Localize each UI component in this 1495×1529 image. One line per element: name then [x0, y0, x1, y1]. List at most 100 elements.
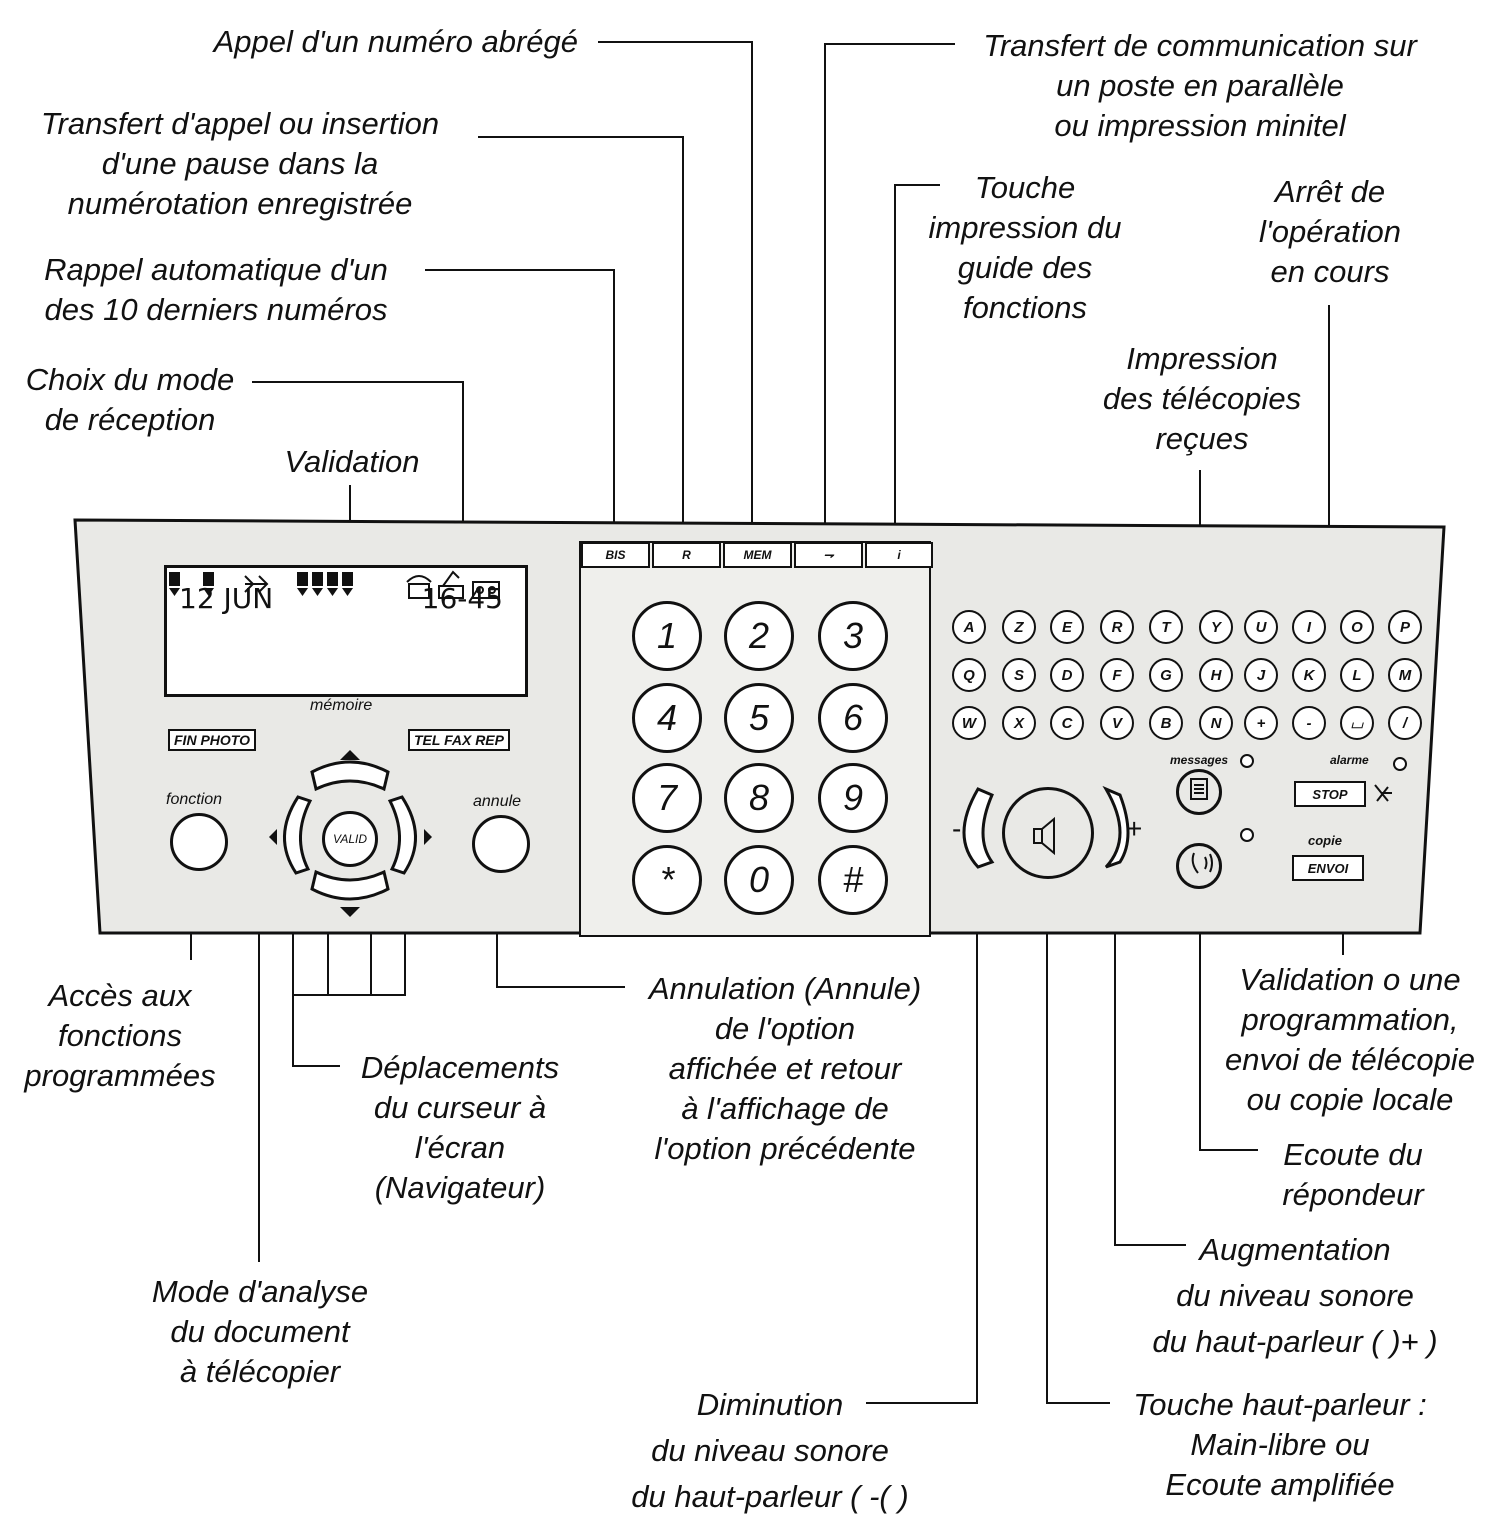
letter-key[interactable]: B [1149, 706, 1183, 740]
lcd-tape-icon [472, 581, 500, 599]
nav-up-arrow [340, 750, 360, 760]
letter-key[interactable]: W [952, 706, 986, 740]
label-rappel: Rappel automatique d'un des 10 derniers … [44, 252, 388, 327]
letter-key[interactable]: O [1340, 610, 1374, 644]
nav-left-arrow [269, 829, 277, 845]
letter-key[interactable]: Y [1199, 610, 1233, 644]
key-5[interactable]: 5 [724, 683, 794, 753]
key-6[interactable]: 6 [818, 683, 888, 753]
label-validation-prog: Validation o une programmation, envoi de… [1225, 962, 1475, 1117]
annule-label: annule [473, 793, 522, 810]
letter-key[interactable]: G [1149, 658, 1183, 692]
valid-button[interactable]: VALID [322, 811, 378, 867]
letter-key[interactable]: D [1050, 658, 1084, 692]
leader-deplacements [292, 995, 340, 1067]
key-1[interactable]: 1 [632, 601, 702, 671]
fonction-button[interactable] [170, 813, 228, 871]
repondeur-led [1240, 828, 1254, 842]
label-deplacements: Déplacements du curseur à l'écran (Navig… [360, 1050, 560, 1205]
letter-key[interactable]: E [1050, 610, 1084, 644]
label-touche-hp: Touche haut-parleur : Main-libre ou Ecou… [1133, 1387, 1427, 1502]
stop-button[interactable]: STOP [1294, 781, 1366, 807]
transfer-hook-key[interactable]: ⇁ [794, 542, 863, 568]
label-annulation: Annulation (Annule) de l'option affichée… [648, 971, 922, 1166]
r-key[interactable]: R [652, 542, 721, 568]
mem-key[interactable]: MEM [723, 542, 792, 568]
nav-up-key [310, 760, 390, 792]
letter-key[interactable]: K [1292, 658, 1326, 692]
plus-key[interactable]: + [1244, 706, 1278, 740]
leader-ecoute-repondeur [1199, 890, 1258, 1151]
nav-right-arrow [424, 829, 432, 845]
info-key[interactable]: i [865, 542, 933, 568]
key-hash[interactable]: # [818, 845, 888, 915]
messages-led [1240, 754, 1254, 768]
minus-key[interactable]: - [1292, 706, 1326, 740]
key-4[interactable]: 4 [632, 683, 702, 753]
letter-key[interactable]: R [1100, 610, 1134, 644]
leader-augmentation [1114, 870, 1186, 1246]
lcd-status-icons [169, 570, 500, 599]
fin-photo-indicator: FIN PHOTO [168, 729, 256, 751]
label-choix-mode: Choix du mode de réception [25, 362, 235, 437]
key-8[interactable]: 8 [724, 763, 794, 833]
annule-button[interactable] [472, 815, 530, 873]
space-key[interactable]: ⌴ [1340, 706, 1374, 740]
volume-plus-sign: + [1126, 813, 1143, 844]
fax-control-panel: 12 JUN 16-45 mémoire FIN PHOTO TEL FAX R… [72, 517, 1447, 937]
fonction-label: fonction [166, 791, 223, 808]
letter-key[interactable]: U [1244, 610, 1278, 644]
letter-key[interactable]: M [1388, 658, 1422, 692]
letter-key[interactable]: S [1002, 658, 1036, 692]
key-9[interactable]: 9 [818, 763, 888, 833]
alarme-label: alarme [1330, 753, 1369, 767]
messages-button[interactable] [1176, 769, 1222, 815]
letter-key[interactable]: C [1050, 706, 1084, 740]
leader-transfert-comm [824, 43, 955, 545]
volume-minus-sign: - [952, 813, 962, 844]
label-transfert-comm: Transfert de communication sur un poste … [983, 28, 1417, 143]
key-3[interactable]: 3 [818, 601, 888, 671]
label-validation: Validation [284, 444, 420, 479]
repondeur-button[interactable] [1176, 843, 1222, 889]
lcd-date: 12 JUN [179, 582, 274, 615]
letter-key[interactable]: F [1100, 658, 1134, 692]
label-ecoute-repondeur: Ecoute du répondeur [1282, 1137, 1424, 1212]
letter-key[interactable]: A [952, 610, 986, 644]
letter-key[interactable]: X [1002, 706, 1036, 740]
label-acces-fonctions: Accès aux fonctions programmées [24, 978, 216, 1093]
leader-appel-abrege [598, 41, 753, 545]
lcd-phone-icon [406, 575, 432, 599]
label-touche-impression: Touche impression du guide des fonctions [928, 170, 1122, 325]
letter-key[interactable]: J [1244, 658, 1278, 692]
envoi-button[interactable]: ENVOI [1292, 855, 1364, 881]
letter-key[interactable]: Q [952, 658, 986, 692]
slash-key[interactable]: / [1388, 706, 1422, 740]
leader-rappel [425, 269, 615, 545]
letter-key[interactable]: V [1100, 706, 1134, 740]
letter-key[interactable]: P [1388, 610, 1422, 644]
bis-key[interactable]: BIS [581, 542, 650, 568]
label-impression-telecopies: Impression des télécopies reçues [1102, 341, 1302, 456]
label-diminution: Diminution du niveau sonore du haut-parl… [631, 1387, 909, 1514]
alarme-icon [1374, 784, 1392, 802]
volume-up-key [1102, 785, 1130, 869]
letter-key[interactable]: N [1199, 706, 1233, 740]
lcd-fax-icon [438, 570, 464, 599]
letter-key[interactable]: H [1199, 658, 1233, 692]
key-7[interactable]: 7 [632, 763, 702, 833]
copie-label: copie [1308, 833, 1342, 848]
speaker-button[interactable] [1002, 787, 1094, 879]
messages-label: messages [1170, 753, 1229, 767]
label-transfert-appel: Transfert d'appel ou insertion d'une pau… [40, 106, 440, 221]
key-2[interactable]: 2 [724, 601, 794, 671]
key-0[interactable]: 0 [724, 845, 794, 915]
letter-key[interactable]: I [1292, 610, 1326, 644]
nav-right-key [387, 795, 417, 875]
key-star[interactable]: * [632, 845, 702, 915]
letter-key[interactable]: T [1149, 610, 1183, 644]
volume-down-key [962, 787, 995, 869]
letter-key[interactable]: L [1340, 658, 1374, 692]
label-mode-analyse: Mode d'analyse du document à télécopier [151, 1274, 369, 1389]
letter-key[interactable]: Z [1002, 610, 1036, 644]
